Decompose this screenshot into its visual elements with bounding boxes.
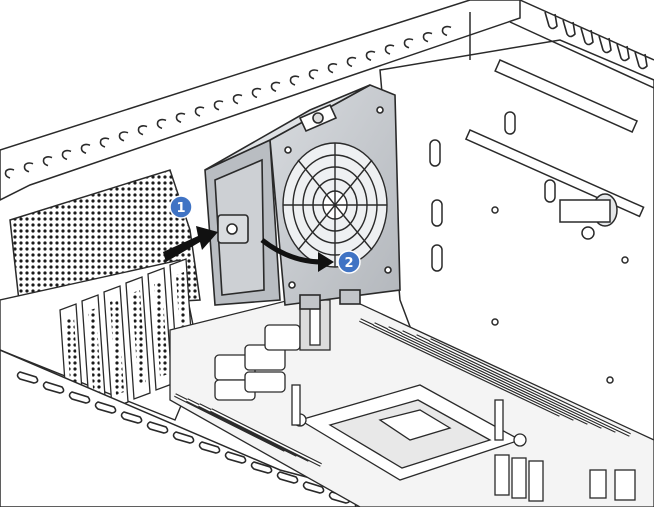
keyhole-slots	[429, 111, 629, 384]
rail-slot	[327, 63, 338, 74]
callout-2-label: 2	[344, 256, 353, 271]
rail-slot	[61, 149, 72, 161]
floor-slot	[16, 371, 39, 384]
rail-slot	[99, 137, 110, 148]
rail-slot	[544, 11, 558, 30]
rail-slot	[403, 38, 414, 49]
callout-1-label: 1	[176, 201, 185, 216]
rail-slot	[365, 50, 376, 61]
floor-slot	[276, 471, 299, 484]
dimm-slot-inner	[401, 331, 603, 428]
rail-slot	[270, 81, 281, 92]
floor-slot	[302, 481, 325, 494]
rail-slot	[580, 27, 594, 46]
rail-slot	[23, 162, 34, 173]
dimm-slot-inner	[210, 409, 322, 466]
dimm-slot-inner	[429, 339, 631, 436]
system-fan-module	[204, 84, 401, 310]
rail-slot	[634, 51, 648, 70]
rail-slot	[441, 25, 452, 37]
rail-slot	[562, 19, 576, 38]
floor-slot	[94, 401, 117, 414]
pcie-bracket-vent	[154, 281, 168, 377]
floor-slot	[68, 391, 91, 404]
cpu-socket	[291, 384, 527, 481]
rail-slot	[175, 112, 186, 123]
floor-slot	[250, 461, 273, 474]
floor-slot	[198, 441, 221, 454]
rail-slot	[384, 44, 395, 55]
rail-slot	[598, 35, 612, 54]
rotate-arrow-icon	[260, 238, 334, 272]
floor-slot	[42, 381, 65, 394]
callout-2: 2	[337, 250, 361, 274]
rail-slot	[4, 168, 15, 179]
push-arrow-icon	[163, 226, 218, 262]
rail-slot	[156, 118, 167, 130]
floor-slot	[172, 431, 195, 444]
rail-slot	[308, 69, 319, 80]
rail-slot	[346, 56, 357, 68]
rail-slot	[137, 125, 148, 136]
rail-slot	[80, 143, 91, 154]
rail-slot	[118, 131, 129, 142]
dimm-slot-inner	[415, 335, 617, 432]
rail-slot	[422, 32, 433, 43]
rail-slot	[289, 75, 300, 86]
callout-1: 1	[169, 195, 193, 219]
rail-slot	[251, 87, 262, 99]
fan-grille-icon	[282, 142, 388, 268]
rail-slot	[42, 156, 53, 167]
chassis-floor	[0, 349, 421, 507]
floor-slot	[146, 421, 169, 434]
chassis-top-rail	[0, 0, 521, 201]
pcie-bracket-vent	[110, 299, 124, 395]
rear-connectors	[494, 454, 636, 502]
rail-slot	[213, 100, 224, 111]
dimm-slot-inner	[359, 319, 561, 416]
dimm-slot-inner	[387, 327, 589, 424]
chassis-latch	[559, 193, 618, 240]
pcie-bracket-vent	[132, 290, 146, 386]
rail-slot	[194, 106, 205, 117]
pcie-bracket-vent	[88, 308, 102, 404]
dimm-slot-inner	[373, 323, 575, 420]
rail-slot	[232, 94, 243, 105]
floor-slot	[120, 411, 143, 424]
rail-slot	[616, 43, 630, 62]
floor-slot	[224, 451, 247, 464]
